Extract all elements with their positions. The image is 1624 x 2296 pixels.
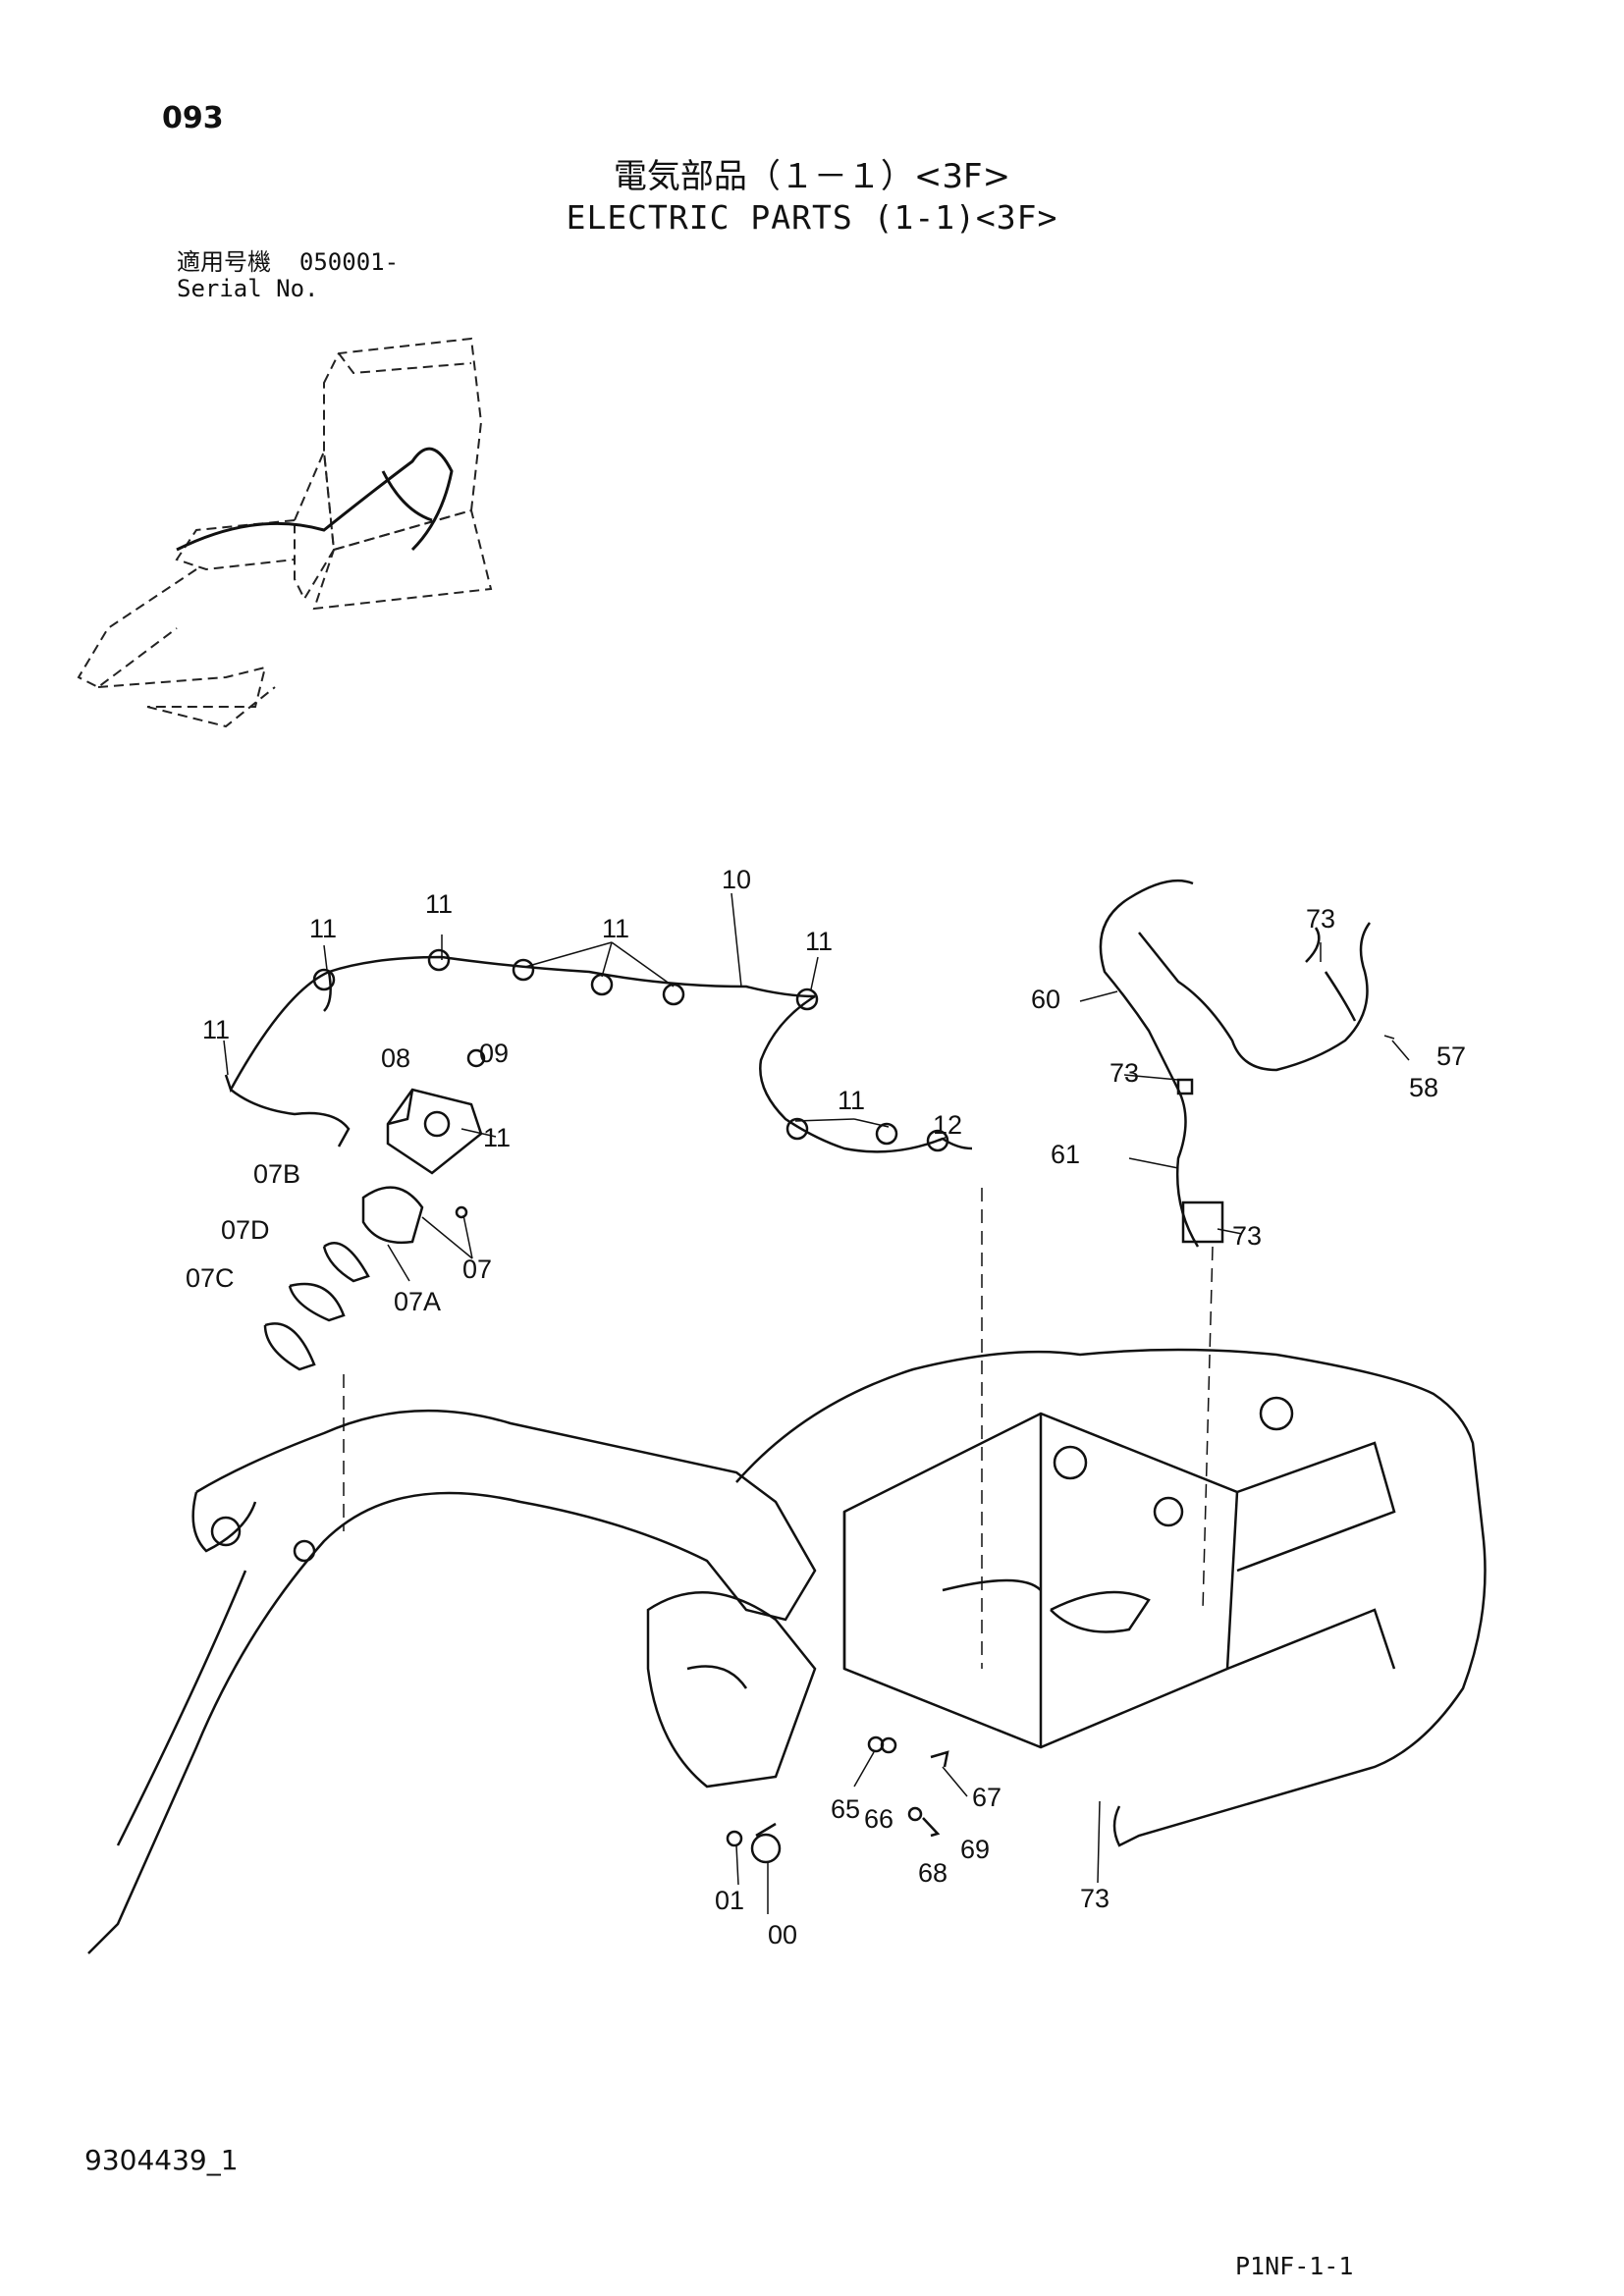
callout-label: 11 (838, 1086, 865, 1115)
callout-label: 61 (1051, 1140, 1080, 1169)
callout-label: 07B (253, 1159, 300, 1189)
callout-label: 67 (972, 1783, 1001, 1812)
document-number: 9304439_1 (84, 2144, 239, 2176)
boom-arm (87, 1409, 817, 1954)
callout-labels: 10 11 11 11 11 11 11 11 08 09 07B 07D 07… (186, 865, 1466, 1949)
lamp-assembly (263, 1048, 486, 1371)
upperstructure-frame (735, 1348, 1487, 1847)
leader-lines (223, 892, 1410, 1914)
serial-value: 050001- (298, 248, 400, 276)
harness-60-61 (1099, 879, 1372, 1248)
callout-label: 11 (602, 914, 629, 943)
callout-label: 11 (805, 927, 833, 956)
callout-label: 73 (1110, 1058, 1139, 1088)
callout-label: 10 (722, 865, 751, 894)
callout-label: 08 (381, 1043, 410, 1073)
callout-label: 00 (768, 1920, 797, 1949)
serial-label-english: Serial No. (177, 275, 319, 302)
callout-label: 65 (831, 1794, 860, 1824)
callout-label: 07C (186, 1263, 235, 1293)
horn-parts (726, 1735, 949, 1864)
callout-label: 73 (1232, 1221, 1262, 1251)
callout-label: 66 (864, 1804, 893, 1834)
callout-label: 69 (960, 1835, 990, 1864)
callout-label: 01 (715, 1886, 744, 1915)
serial-label-japanese: 適用号機 (177, 248, 271, 276)
page-title-english: ELECTRIC PARTS (1-1)<3F> (566, 198, 1058, 237)
callout-label: 60 (1031, 985, 1060, 1014)
callout-label: 07 (462, 1255, 492, 1284)
callout-label: 07D (221, 1215, 270, 1245)
callout-label: 57 (1436, 1041, 1466, 1071)
callout-label: 11 (202, 1015, 230, 1044)
callout-label: 11 (425, 889, 453, 919)
callout-label: 12 (933, 1110, 962, 1140)
serial-block: 適用号機 050001- Serial No. (177, 249, 399, 302)
callout-label: 68 (918, 1858, 947, 1888)
callout-label: 73 (1306, 904, 1335, 934)
overview-harness (176, 447, 454, 552)
page-code: P1NF-1-1 (1235, 2252, 1354, 2280)
page-number: 093 (162, 101, 224, 135)
page-title-japanese: 電気部品（１－１）<3F> (613, 157, 1011, 196)
callout-label: 58 (1409, 1073, 1438, 1102)
callout-label: 73 (1080, 1884, 1110, 1913)
assembly-dash-lines (343, 1188, 1214, 1669)
overview-sketch (77, 337, 493, 728)
callout-label: 07A (394, 1287, 441, 1316)
callout-label: 11 (309, 914, 337, 943)
callout-label: 09 (479, 1039, 509, 1068)
harness-10 (224, 948, 973, 1153)
callout-label: 11 (483, 1123, 511, 1152)
